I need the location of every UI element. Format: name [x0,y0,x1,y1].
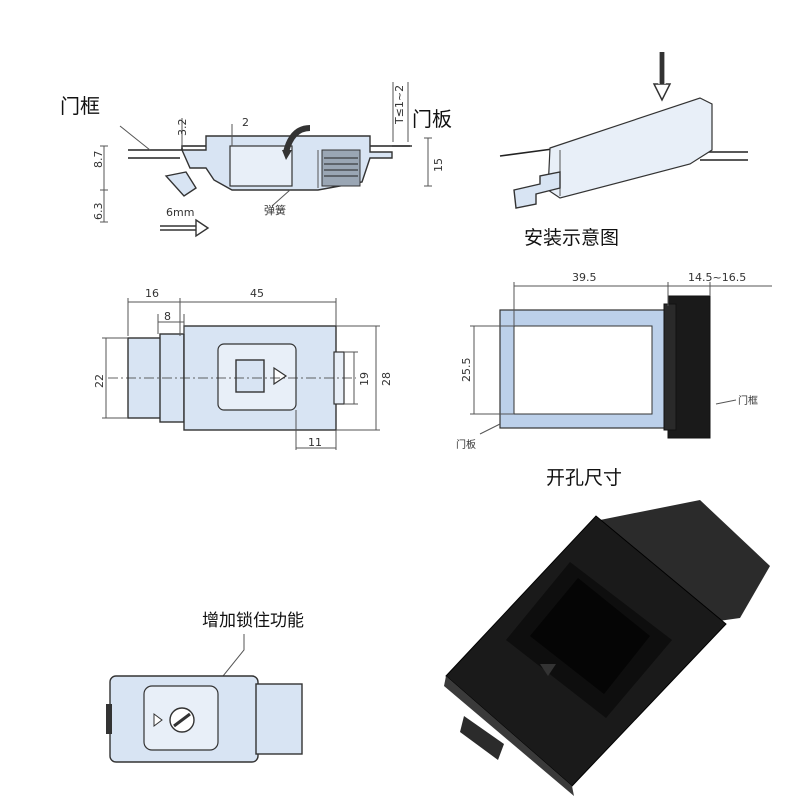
spring-label: 弹簧 [264,203,286,217]
cutout-view: 39.5 14.5~16.5 25.5 门板 门框 开孔尺寸 [456,271,772,489]
dim-6-3: 6.3 [92,203,105,221]
latch-product-image [444,500,770,796]
dim-39-5: 39.5 [572,271,597,284]
dim-3-2: 3.2 [176,119,189,137]
install-caption: 安装示意图 [524,227,619,249]
dim-11: 11 [308,436,322,449]
dim-8: 8 [164,310,171,323]
triangle-arrow-icon [273,366,288,386]
spring-icon [317,149,361,188]
dim-2: 2 [242,116,249,129]
cutout-caption: 开孔尺寸 [546,467,622,489]
dim-6mm: 6mm [166,206,194,219]
dim-14-5-16-5: 14.5~16.5 [688,271,746,284]
frame-label: 门框 [60,94,100,118]
down-arrow-icon [652,52,672,102]
dim-16: 16 [145,287,159,300]
top-view: 16 45 8 22 19 28 11 [93,287,393,450]
section-view: 门框 门板 弹簧 3.2 2 T≤1~2 8.7 6.3 15 6mm [60,82,452,238]
dim-28: 28 [380,372,393,386]
dim-45: 45 [250,287,264,300]
install-view: 安装示意图 [499,52,748,249]
dim-22: 22 [93,374,106,388]
dim-8-7: 8.7 [92,151,105,169]
direction-arrow-icon [160,218,210,238]
panel-label: 门板 [412,107,452,131]
rotate-arrow-icon [282,125,311,160]
panel-label-small: 门板 [456,438,476,451]
lock-caption: 增加锁住功能 [202,611,304,631]
dim-25-5: 25.5 [460,358,473,383]
lock-icon [153,707,195,733]
dim-19: 19 [358,372,371,386]
lock-view: 增加锁住功能 [106,611,304,763]
dim-t: T≤1~2 [393,85,406,125]
dim-15: 15 [432,158,445,172]
frame-label-small: 门框 [738,394,758,407]
